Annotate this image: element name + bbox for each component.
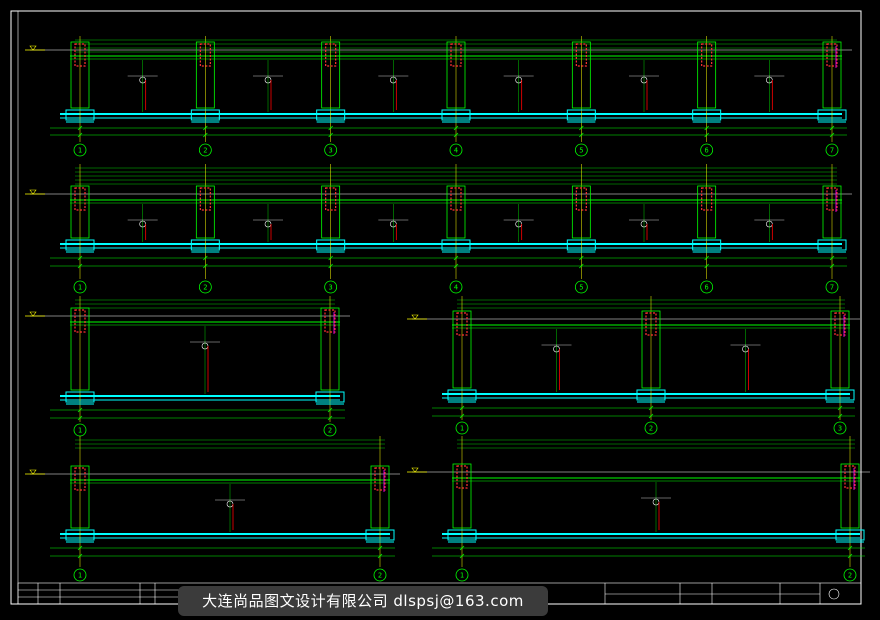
grid-axis-label: 5 [579, 284, 583, 292]
grid-axis-label: 2 [649, 425, 653, 433]
drawing-section-4: 1 2 3 [407, 296, 860, 435]
grid-axis-bubble [73, 568, 87, 582]
grid-axis-bubble [73, 280, 87, 294]
grid-axis-label: 3 [329, 147, 333, 155]
grid-axis-label: 1 [460, 425, 464, 433]
grid-axis-label: 3 [838, 425, 842, 433]
grid-axis-bubble [373, 568, 387, 582]
grid-axis-label: 6 [705, 284, 709, 292]
drawing-section-1: 1 2 3 4 5 6 7 [25, 36, 852, 157]
grid-axis-bubble [644, 421, 658, 435]
grid-axis-bubble [843, 568, 857, 582]
grid-axis-label: 7 [830, 284, 834, 292]
grid-axis-bubble [700, 143, 714, 157]
grid-axis-bubble [449, 143, 463, 157]
grid-axis-label: 1 [460, 572, 464, 580]
company-watermark: 大连尚品图文设计有限公司 dlspsj@163.com [178, 586, 548, 616]
grid-axis-label: 1 [78, 147, 82, 155]
grid-axis-label: 4 [454, 284, 458, 292]
grid-axis-bubble [455, 421, 469, 435]
grid-axis-bubble [73, 143, 87, 157]
grid-axis-bubble [323, 423, 337, 437]
grid-axis-label: 2 [378, 572, 382, 580]
grid-axis-bubble [833, 421, 847, 435]
grid-axis-label: 2 [328, 427, 332, 435]
grid-axis-label: 3 [329, 284, 333, 292]
grid-axis-bubble [574, 280, 588, 294]
grid-axis-label: 2 [848, 572, 852, 580]
grid-axis-bubble [324, 143, 338, 157]
grid-axis-label: 1 [78, 427, 82, 435]
grid-axis-label: 6 [705, 147, 709, 155]
grid-axis-bubble [700, 280, 714, 294]
grid-axis-label: 1 [78, 284, 82, 292]
grid-axis-bubble [324, 280, 338, 294]
grid-axis-bubble [574, 143, 588, 157]
grid-axis-bubble [198, 143, 212, 157]
drawing-frame [10, 10, 862, 605]
grid-axis-label: 2 [203, 284, 207, 292]
grid-axis-bubble [198, 280, 212, 294]
grid-axis-label: 4 [454, 147, 458, 155]
grid-axis-bubble [449, 280, 463, 294]
grid-axis-label: 5 [579, 147, 583, 155]
grid-axis-bubble [455, 568, 469, 582]
grid-axis-label: 1 [78, 572, 82, 580]
grid-axis-label: 2 [203, 147, 207, 155]
grid-axis-bubble [825, 143, 839, 157]
grid-axis-label: 7 [830, 147, 834, 155]
grid-axis-bubble [825, 280, 839, 294]
drawing-section-2: 1 2 3 4 5 6 7 [25, 164, 852, 294]
